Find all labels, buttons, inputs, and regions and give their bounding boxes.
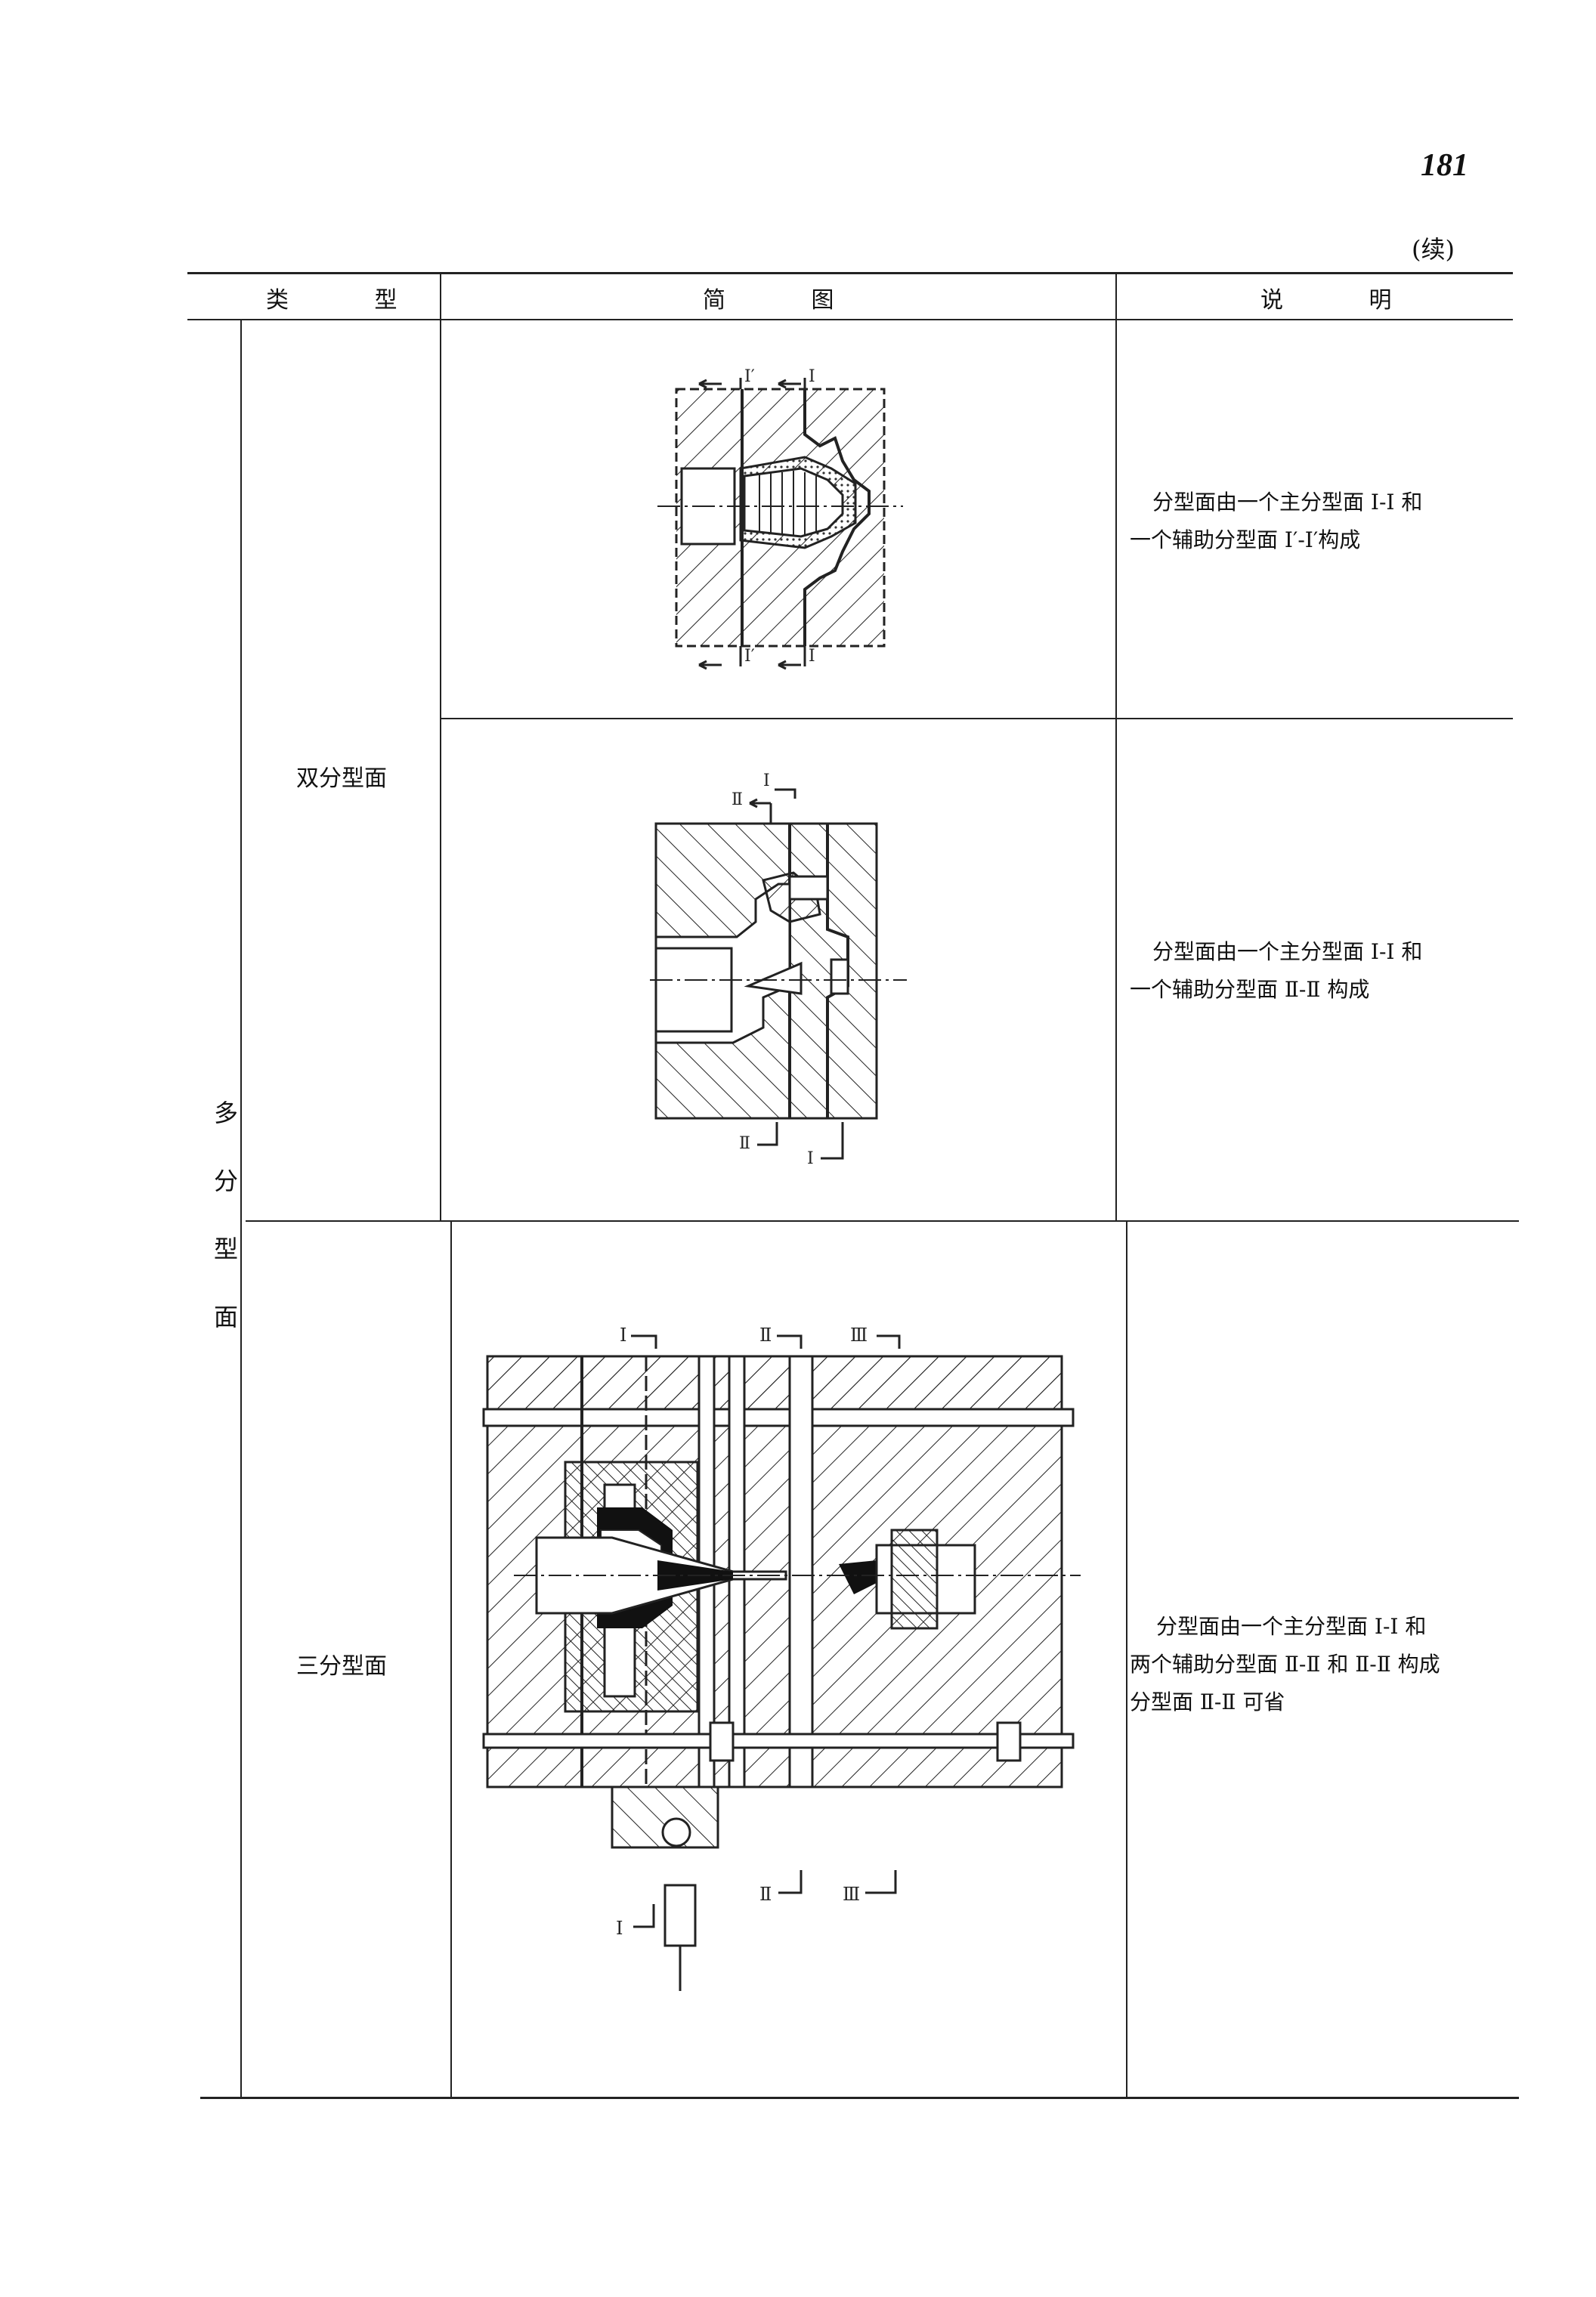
mold-diagram-double-parting-1: Ⅰ′ Ⅰ Ⅰ′ Ⅰ xyxy=(657,367,903,670)
table-bottom-rule xyxy=(200,2097,1519,2099)
description-line: 分型面 Ⅱ-Ⅱ 可省 xyxy=(1130,1690,1285,1714)
description-line: 一个辅助分型面 Ⅰ′-Ⅰ′构成 xyxy=(1130,527,1361,552)
description-line: 一个辅助分型面 Ⅱ-Ⅱ 构成 xyxy=(1130,977,1370,1002)
description-line: 分型面由一个主分型面 Ⅰ-Ⅰ 和 xyxy=(1152,490,1423,515)
section-mark: Ⅱ xyxy=(759,1884,772,1905)
section-mark: Ⅰ xyxy=(620,1325,626,1346)
section-mark: Ⅰ xyxy=(807,1149,814,1168)
group-label-char: 面 xyxy=(214,1303,239,1331)
description-row2: 分型面由一个主分型面 Ⅰ-Ⅰ 和 一个辅助分型面 Ⅱ-Ⅱ 构成 xyxy=(1130,933,1422,1009)
col-divider-type xyxy=(440,274,441,1220)
header-diagram: 简 图 xyxy=(703,287,874,314)
row1-bottom-rule xyxy=(440,718,1513,719)
col-divider-group xyxy=(240,320,242,2098)
row2-bottom-rule xyxy=(246,1220,1519,1222)
section-mark: Ⅰ xyxy=(809,367,815,386)
description-row1: 分型面由一个主分型面 Ⅰ-Ⅰ 和 一个辅助分型面 Ⅰ′-Ⅰ′构成 xyxy=(1130,484,1422,559)
section-mark: Ⅰ′ xyxy=(744,647,755,666)
table-top-rule xyxy=(187,272,1513,274)
section-mark: Ⅲ xyxy=(850,1325,868,1346)
description-line: 两个辅助分型面 Ⅱ-Ⅱ 和 Ⅱ-Ⅱ 构成 xyxy=(1130,1652,1440,1677)
col-divider-diagram xyxy=(1115,274,1117,1220)
col-divider-type-lower xyxy=(450,1220,452,2098)
page-number: 181 xyxy=(1421,148,1468,183)
header-bottom-rule xyxy=(187,319,1513,320)
section-mark: Ⅱ xyxy=(759,1325,772,1346)
description-line: 分型面由一个主分型面 Ⅰ-Ⅰ 和 xyxy=(1156,1614,1427,1639)
section-mark: Ⅲ xyxy=(843,1884,860,1905)
continuation-note: (续) xyxy=(1412,235,1455,264)
header-description: 说 明 xyxy=(1260,287,1431,314)
section-mark: Ⅰ xyxy=(809,647,815,666)
section-mark: Ⅰ xyxy=(763,771,770,790)
description-row3: 分型面由一个主分型面 Ⅰ-Ⅰ 和 两个辅助分型面 Ⅱ-Ⅱ 和 Ⅱ-Ⅱ 构成 分型… xyxy=(1130,1608,1440,1721)
section-mark: Ⅰ′ xyxy=(744,367,755,386)
header-type: 类 型 xyxy=(266,287,437,314)
type-label-triple-parting: 三分型面 xyxy=(296,1653,387,1680)
description-line: 分型面由一个主分型面 Ⅰ-Ⅰ 和 xyxy=(1152,939,1423,964)
group-label-char: 多 xyxy=(214,1099,239,1127)
section-mark: Ⅱ xyxy=(739,1134,750,1153)
mold-diagram-double-parting-2: Ⅰ Ⅱ Ⅱ Ⅰ xyxy=(650,771,907,1168)
type-label-double-parting: 双分型面 xyxy=(296,765,387,792)
section-mark: Ⅰ xyxy=(616,1918,623,1939)
group-label-char: 分 xyxy=(214,1167,239,1195)
section-mark: Ⅱ xyxy=(732,790,743,809)
mold-diagram-triple-parting: Ⅰ Ⅱ Ⅲ Ⅱ Ⅲ Ⅰ xyxy=(482,1325,1081,1991)
group-label-char: 型 xyxy=(214,1235,239,1263)
col-divider-diagram-lower xyxy=(1126,1220,1127,2098)
